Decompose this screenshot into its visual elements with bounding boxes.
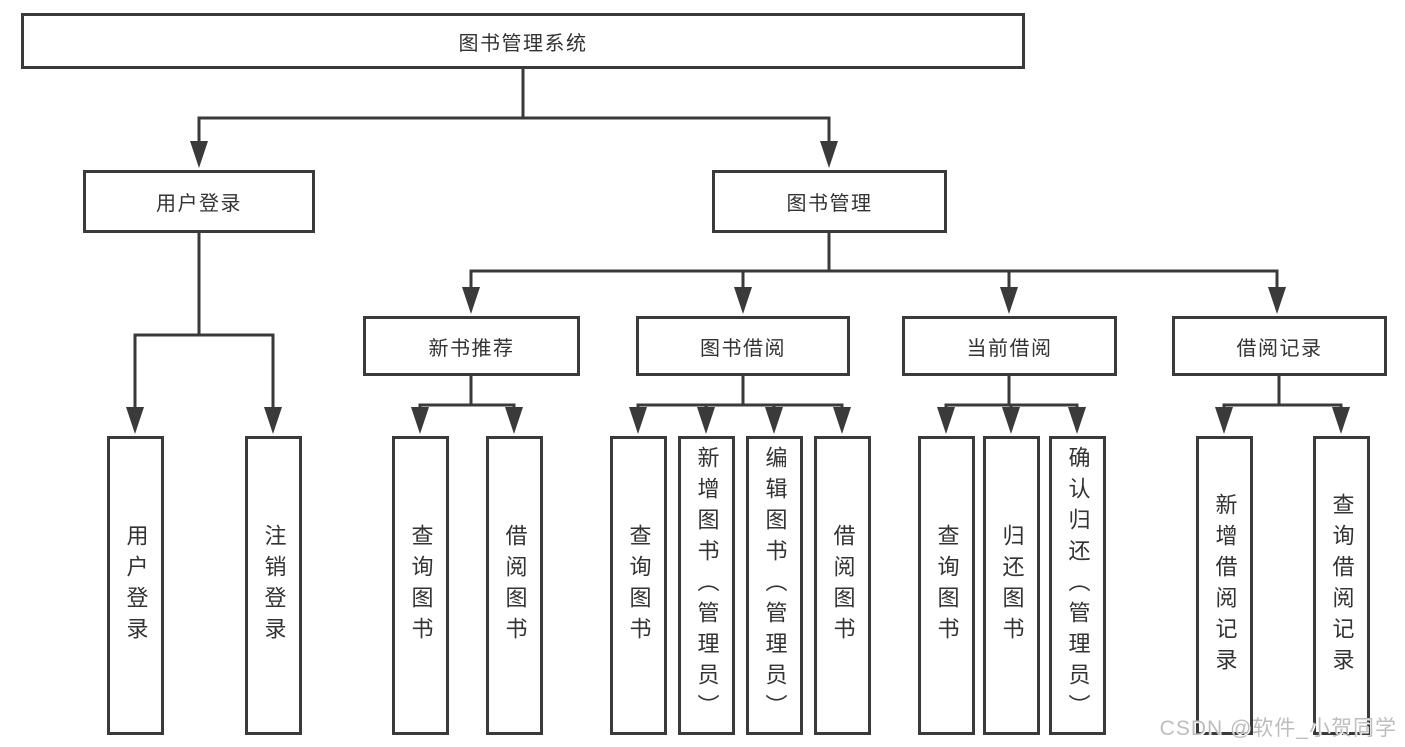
arrowhead: [505, 407, 523, 434]
connector-borrow-records-subtree: [1222, 376, 1343, 412]
connector-user-login-subtree: [133, 233, 275, 410]
arrowhead: [1002, 407, 1020, 434]
arrowhead: [264, 407, 282, 434]
leaf-borrow-books-recommend: 借阅图书: [486, 436, 543, 735]
arrowhead: [1068, 407, 1086, 434]
connector-book-mgmt-to-level3: [469, 233, 1279, 292]
arrowhead: [629, 407, 647, 434]
node-book-borrow: 图书借阅: [636, 316, 850, 376]
arrowhead: [937, 407, 955, 434]
leaf-add-borrow-record: 新增借阅记录: [1196, 436, 1253, 735]
arrowhead: [1215, 407, 1233, 434]
node-new-book-recommend: 新书推荐: [363, 316, 580, 376]
leaf-query-borrow-record: 查询借阅记录: [1313, 436, 1370, 735]
connector-current-borrow-subtree: [944, 376, 1079, 412]
node-book-management: 图书管理: [712, 170, 947, 233]
node-current-borrow: 当前借阅: [902, 316, 1117, 376]
arrowhead: [734, 287, 752, 314]
leaf-borrow-books: 借阅图书: [814, 436, 871, 735]
watermark: CSDN @软件_小贺同学: [1159, 717, 1397, 740]
arrowhead: [462, 287, 480, 314]
leaf-logout: 注销登录: [245, 436, 302, 735]
leaf-confirm-return-admin: 确认归还（管理员）: [1049, 436, 1106, 735]
arrowhead: [411, 407, 429, 434]
connector-new-books-subtree: [418, 376, 516, 412]
arrowhead: [1000, 287, 1018, 314]
arrowhead: [820, 141, 838, 168]
connector-root-to-level2: [197, 69, 831, 144]
node-user-login: 用户登录: [83, 170, 315, 233]
leaf-user-login: 用户登录: [107, 436, 164, 735]
node-borrow-records: 借阅记录: [1172, 316, 1387, 376]
leaf-query-books-current: 查询图书: [918, 436, 975, 735]
node-root: 图书管理系统: [21, 13, 1025, 69]
arrowhead: [1332, 407, 1350, 434]
leaf-edit-books-admin: 编辑图书（管理员）: [746, 436, 803, 735]
arrowhead: [126, 407, 144, 434]
connector-book-borrow-subtree: [636, 376, 844, 412]
leaf-return-books: 归还图书: [983, 436, 1040, 735]
leaf-query-books-recommend: 查询图书: [392, 436, 449, 735]
arrowhead: [190, 141, 208, 168]
leaf-add-books-admin: 新增图书（管理员）: [678, 436, 735, 735]
arrowhead: [697, 407, 715, 434]
arrowhead: [1268, 287, 1286, 314]
arrowheads: [126, 141, 1350, 434]
leaf-query-books-borrow: 查询图书: [610, 436, 667, 735]
arrowhead: [765, 407, 783, 434]
arrowhead: [833, 407, 851, 434]
